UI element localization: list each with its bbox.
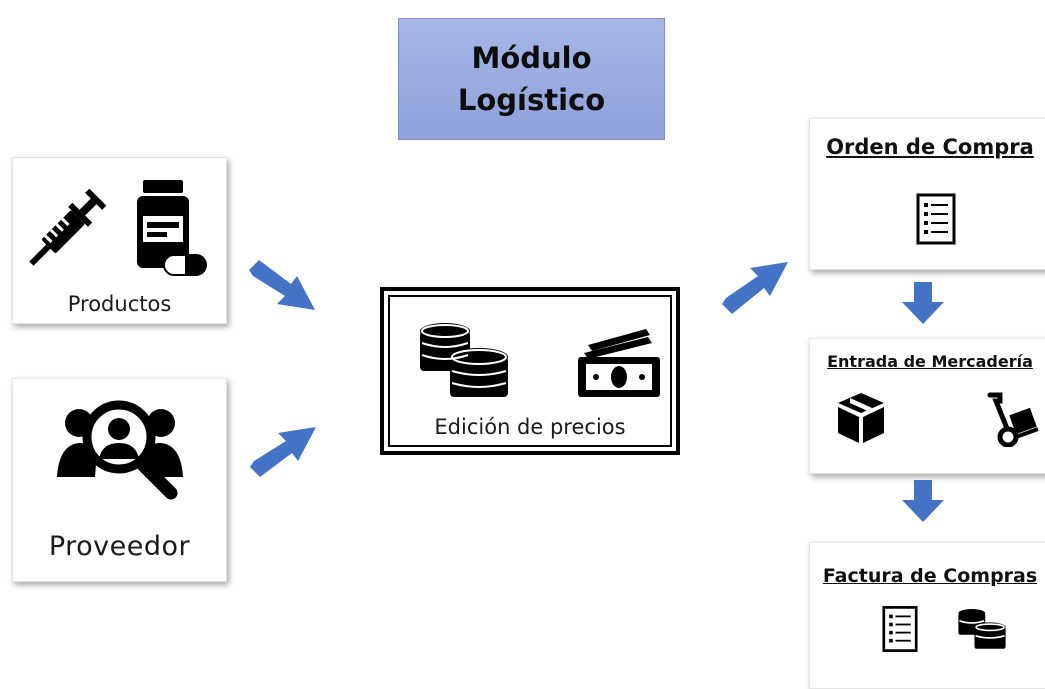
arrow-proveedor-to-center bbox=[250, 427, 316, 477]
arrow-orden-to-entrada bbox=[902, 282, 944, 324]
syringe-icon bbox=[29, 188, 107, 266]
orden-compra-title: Orden de Compra bbox=[826, 135, 1034, 159]
proveedor-label: Proveedor bbox=[48, 531, 191, 562]
edicion-precios-box: Edición de precios bbox=[380, 287, 680, 455]
money-bills-icon bbox=[578, 329, 660, 397]
arrow-productos-to-center bbox=[249, 260, 315, 310]
pill-icon bbox=[163, 254, 207, 276]
module-title-line1: Módulo bbox=[471, 41, 592, 75]
package-box-icon bbox=[838, 393, 884, 443]
module-title: Módulo Logístico bbox=[412, 37, 652, 121]
hand-truck-icon bbox=[987, 392, 1039, 447]
arrow-center-to-orden bbox=[722, 262, 788, 314]
factura-compras-title: Factura de Compras bbox=[822, 565, 1038, 587]
coins-icon bbox=[420, 323, 508, 397]
proveedor-box: Proveedor bbox=[12, 378, 227, 582]
edicion-precios-label: Edición de precios bbox=[434, 415, 626, 439]
orden-compra-box: Orden de Compra bbox=[809, 118, 1045, 270]
module-title-line2: Logístico bbox=[457, 83, 606, 117]
medicine-bottle-icon bbox=[137, 180, 189, 268]
factura-compras-box: Factura de Compras bbox=[809, 542, 1045, 689]
entrada-mercaderia-title: Entrada de Mercadería bbox=[827, 352, 1033, 371]
productos-label: Productos bbox=[67, 292, 172, 316]
arrow-entrada-to-factura bbox=[902, 480, 944, 522]
document-list-icon bbox=[916, 193, 956, 245]
coins-icon bbox=[958, 609, 1006, 649]
entrada-mercaderia-box: Entrada de Mercadería bbox=[809, 338, 1045, 474]
supplier-search-icon bbox=[57, 400, 183, 500]
module-title-box: Módulo Logístico bbox=[398, 18, 665, 140]
document-list-icon bbox=[882, 606, 918, 652]
productos-box: Productos bbox=[12, 157, 227, 324]
